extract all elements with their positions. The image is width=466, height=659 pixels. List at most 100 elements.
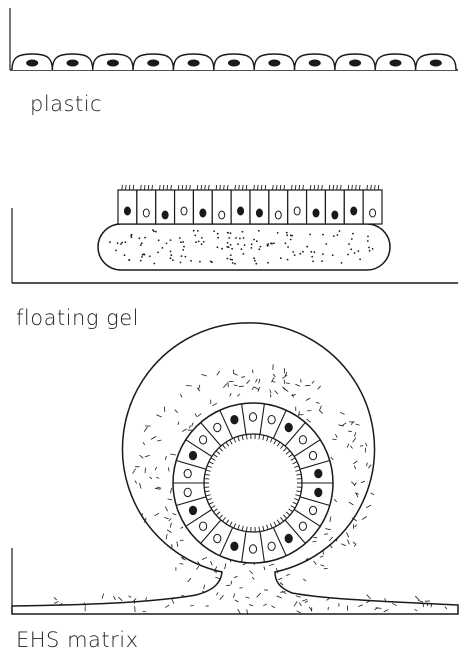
gel-dot xyxy=(242,231,244,233)
gel-dot xyxy=(243,253,245,255)
cell-nucleus xyxy=(26,60,38,67)
cell-nucleus xyxy=(285,423,292,431)
gel-dot xyxy=(333,235,335,237)
gel-dot xyxy=(172,259,174,261)
cell-nucleus xyxy=(299,522,306,530)
cell-nucleus xyxy=(315,488,322,496)
gel-dot xyxy=(267,262,269,264)
matrix-fibre xyxy=(188,578,191,582)
microvilli xyxy=(235,185,247,190)
gel-dot xyxy=(311,256,313,258)
gel-dot xyxy=(322,234,324,236)
cell-nucleus xyxy=(299,436,306,444)
gel-dot xyxy=(299,253,301,255)
matrix-fibre xyxy=(320,556,324,558)
gel-dot xyxy=(348,243,350,245)
gel-dot xyxy=(210,261,212,263)
gel-dot xyxy=(230,254,232,256)
gel-dot xyxy=(182,249,184,251)
gel-dot xyxy=(230,244,232,246)
gel-dot xyxy=(339,230,341,232)
cell-nucleus xyxy=(268,416,275,424)
gel-dot xyxy=(270,243,272,245)
matrix-fibre xyxy=(367,595,371,599)
microvilli xyxy=(367,185,379,190)
gel-dot xyxy=(369,250,371,252)
matrix-fibre xyxy=(114,596,116,600)
gel-dot xyxy=(291,235,293,237)
gel-dot xyxy=(149,255,151,257)
gel-dot xyxy=(332,254,334,256)
gel-dot xyxy=(350,248,352,250)
gel-dot xyxy=(198,241,200,243)
gel-dot xyxy=(170,254,172,256)
gel-dot xyxy=(234,263,236,265)
gel-dot xyxy=(232,262,234,264)
gel-dot xyxy=(258,248,260,250)
cell-nucleus xyxy=(351,207,357,215)
matrix-fibre xyxy=(190,606,193,607)
columnar-cell xyxy=(250,190,269,224)
gel-dot xyxy=(227,242,229,244)
cell-nucleus xyxy=(228,60,240,67)
gel-dot xyxy=(213,230,215,232)
gel-dot xyxy=(180,241,182,243)
cell-nucleus xyxy=(200,209,206,217)
gel-dot xyxy=(141,256,143,258)
matrix-fibre xyxy=(341,544,346,546)
gel-dot xyxy=(170,257,172,259)
gel-dot xyxy=(155,231,157,233)
gel-dot xyxy=(185,256,187,258)
cell-nucleus xyxy=(124,207,130,215)
gel-dot xyxy=(115,250,117,252)
cell-nucleus xyxy=(219,211,225,219)
gel-dot xyxy=(124,254,126,256)
gel-dot xyxy=(321,260,323,262)
cell-nucleus xyxy=(315,469,322,477)
cell-nucleus xyxy=(200,522,207,530)
gel-dot xyxy=(286,232,288,234)
gel-dot xyxy=(351,238,353,240)
gel-dot xyxy=(197,230,199,232)
gel-dot xyxy=(203,241,205,243)
matrix-fibre xyxy=(215,577,219,579)
matrix-fibre xyxy=(196,566,199,570)
gel-dot xyxy=(302,251,304,253)
gel-dot xyxy=(253,257,255,259)
microvilli xyxy=(122,185,134,190)
gel-dot xyxy=(199,261,201,263)
label-floating-gel: floating gel xyxy=(16,306,139,330)
gel-dot xyxy=(354,252,356,254)
matrix-fibre xyxy=(355,525,357,528)
microvilli xyxy=(216,185,228,190)
gel-dot xyxy=(201,237,203,239)
gel-dot xyxy=(201,243,203,245)
gel-dot xyxy=(260,246,262,248)
gel-dot xyxy=(231,259,233,261)
microvilli xyxy=(273,185,285,190)
microvilli xyxy=(348,185,360,190)
matrix-fibre xyxy=(415,596,419,600)
matrix-fibre xyxy=(418,601,423,603)
gel-dot xyxy=(170,251,172,253)
label-ehs-matrix: EHS matrix xyxy=(16,628,139,652)
microvilli xyxy=(310,185,322,190)
gel-dot xyxy=(325,243,327,245)
gel-dot xyxy=(306,246,308,248)
matrix-fibre xyxy=(280,583,283,586)
gel-dot xyxy=(162,247,164,249)
matrix-fibre xyxy=(371,493,374,495)
microvilli xyxy=(178,185,190,190)
cell-nucleus xyxy=(67,60,79,67)
columnar-cell xyxy=(193,190,212,224)
microvilli xyxy=(160,185,172,190)
gel-dot xyxy=(109,241,111,243)
cell-nucleus xyxy=(309,451,316,459)
gel-dot xyxy=(179,237,181,239)
gel-dot xyxy=(180,262,182,264)
matrix-fibre xyxy=(330,545,332,548)
cell-nucleus xyxy=(238,207,244,215)
cell-nucleus xyxy=(214,423,221,431)
gel-dot xyxy=(194,235,196,237)
gel-dot xyxy=(217,237,219,239)
